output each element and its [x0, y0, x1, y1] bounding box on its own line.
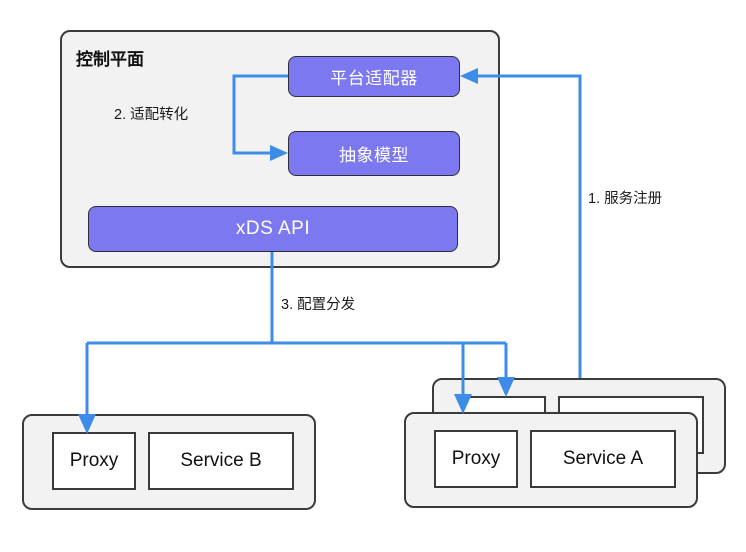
platform-adapter-label: 平台适配器 [330, 69, 418, 88]
proxy-a-box[interactable]: Proxy [434, 430, 518, 488]
service-b-box[interactable]: Service B [148, 432, 294, 490]
service-a-box[interactable]: Service A [530, 430, 676, 488]
proxy-b-box[interactable]: Proxy [52, 432, 136, 490]
service-b-label: Service B [180, 450, 262, 471]
service-a-label: Service A [562, 448, 644, 469]
control-plane-title: 控制平面 [76, 50, 144, 69]
abstract-model-node[interactable]: 抽象模型 [288, 131, 460, 176]
edge-label-adapt-convert: 2. 适配转化 [114, 107, 189, 123]
proxy-b-label: Proxy [69, 450, 119, 471]
proxy-a-label: Proxy [451, 448, 501, 469]
abstract-model-label: 抽象模型 [339, 146, 409, 165]
edge-label-service-register: 1. 服务注册 [588, 191, 663, 207]
xds-api-node[interactable]: xDS API [88, 206, 458, 252]
xds-api-label: xDS API [235, 218, 311, 239]
platform-adapter-node[interactable]: 平台适配器 [288, 56, 460, 97]
edge-label-config-dispatch: 3. 配置分发 [281, 297, 356, 313]
